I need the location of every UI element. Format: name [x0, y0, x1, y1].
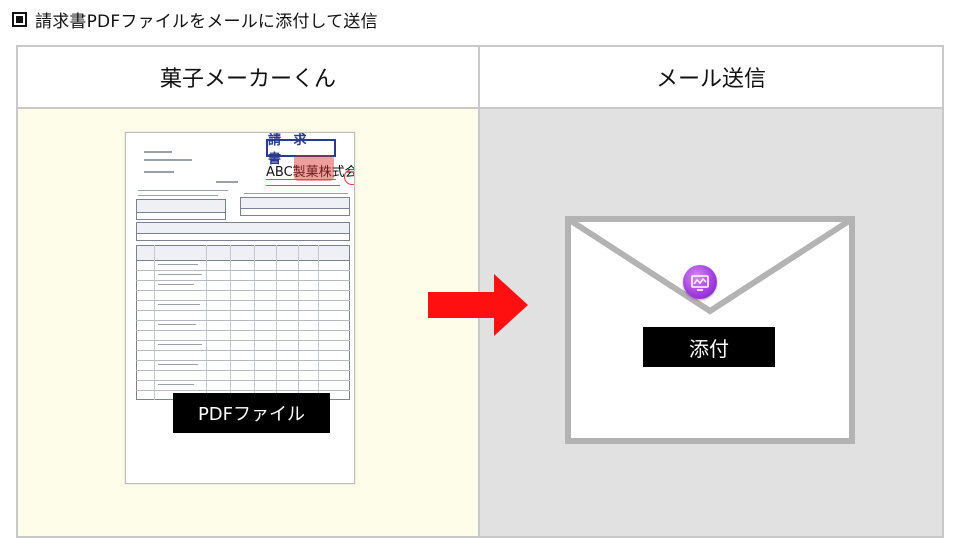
left-panel: 請 求 書 ABC製菓株式会社 [18, 109, 480, 536]
page-heading-text: 請求書PDFファイルをメールに添付して送信 [35, 11, 378, 32]
flow-table: 菓子メーカーくん メール送信 請 求 書 ABC製菓株式会社 [16, 45, 944, 538]
pdf-file-label: PDFファイル [173, 393, 330, 433]
invoice-title: 請 求 書 [266, 133, 336, 167]
right-arrow-icon [428, 274, 528, 336]
monitor-chart-icon [683, 265, 717, 299]
column-header-left: 菓子メーカーくん [18, 47, 480, 109]
page-heading: 請求書PDFファイルをメールに添付して送信 [12, 5, 378, 33]
personal-seal-stamp [344, 169, 354, 185]
invoice-company-name: ABC製菓株式会社 [266, 165, 354, 180]
company-seal-stamp [294, 155, 334, 181]
attachment-label: 添付 [643, 327, 775, 367]
right-panel: 添付 [480, 109, 942, 536]
square-bullet-icon [12, 11, 27, 27]
column-header-right: メール送信 [480, 47, 942, 109]
